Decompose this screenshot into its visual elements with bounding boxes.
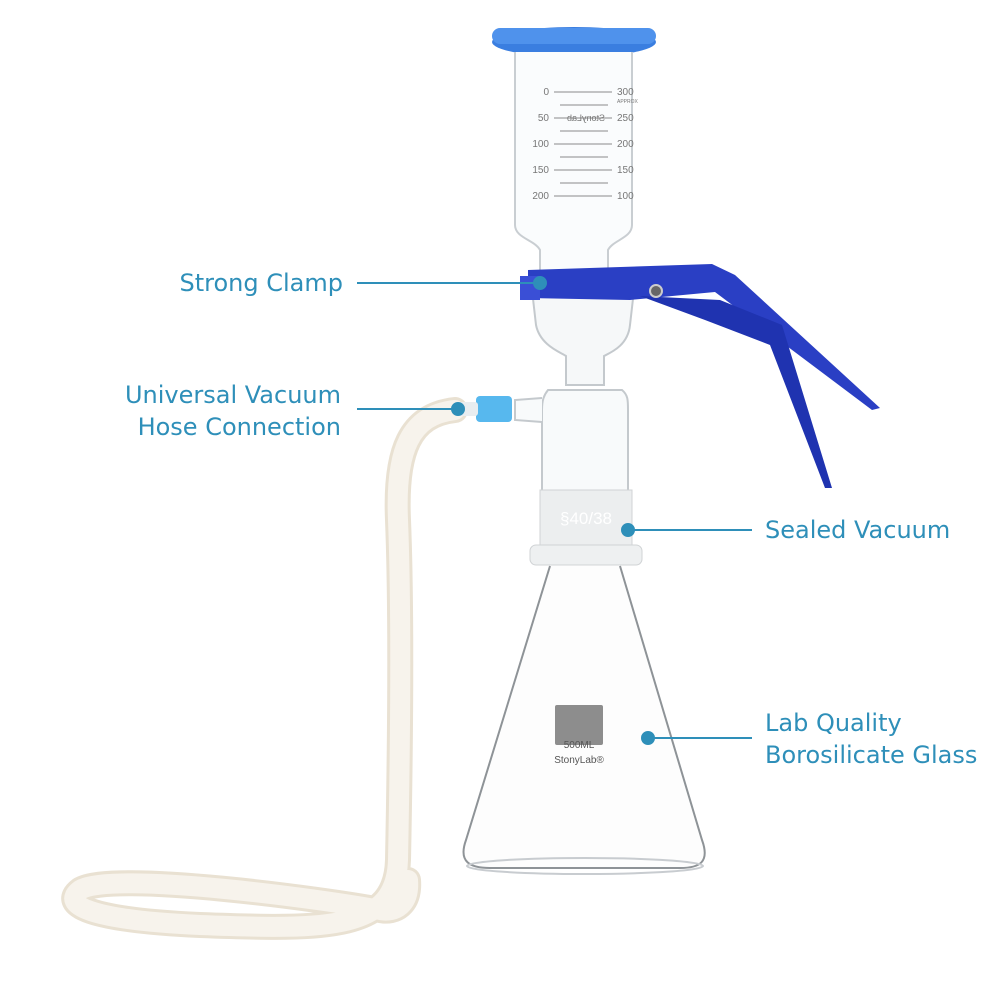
grad-right-3: 150 <box>617 165 634 176</box>
grad-left-3: 150 <box>532 165 549 176</box>
grad-right-2: 200 <box>617 139 634 150</box>
grad-right-1: 250 <box>617 113 634 124</box>
grad-left-0: 0 <box>543 87 549 98</box>
hose-connector <box>476 396 512 422</box>
grad-right-0: 300 <box>617 87 634 98</box>
grad-left-1: 50 <box>538 113 550 124</box>
ground-glass-joint <box>539 489 633 547</box>
callout-glass-line1: Lab Quality <box>765 709 902 737</box>
graduation-marks <box>554 91 612 197</box>
flask-brand: StonyLab® <box>554 755 604 766</box>
callout-hose-line1: Universal Vacuum <box>124 381 341 409</box>
grad-left-4: 200 <box>532 191 549 202</box>
grad-right-4: 100 <box>617 191 634 202</box>
callout-strong-clamp: Strong Clamp <box>179 269 344 297</box>
funnel-base-bulb <box>530 289 636 386</box>
flask-volume: 500ML <box>564 740 595 751</box>
side-arm <box>514 397 543 423</box>
flask-label-patch <box>555 705 603 745</box>
grad-approx: APPROX <box>617 99 639 105</box>
callout-sealed-vacuum: Sealed Vacuum <box>765 516 951 544</box>
filter-adapter <box>541 389 629 496</box>
mirrored-brand: StonyLab <box>567 113 605 123</box>
callout-lines <box>357 276 752 745</box>
joint-size-label: §40/38 <box>560 509 612 528</box>
grad-left-2: 100 <box>532 139 549 150</box>
callout-glass-line2: Borosilicate Glass <box>765 741 978 769</box>
callout-hose-line2: Hose Connection <box>137 413 341 441</box>
